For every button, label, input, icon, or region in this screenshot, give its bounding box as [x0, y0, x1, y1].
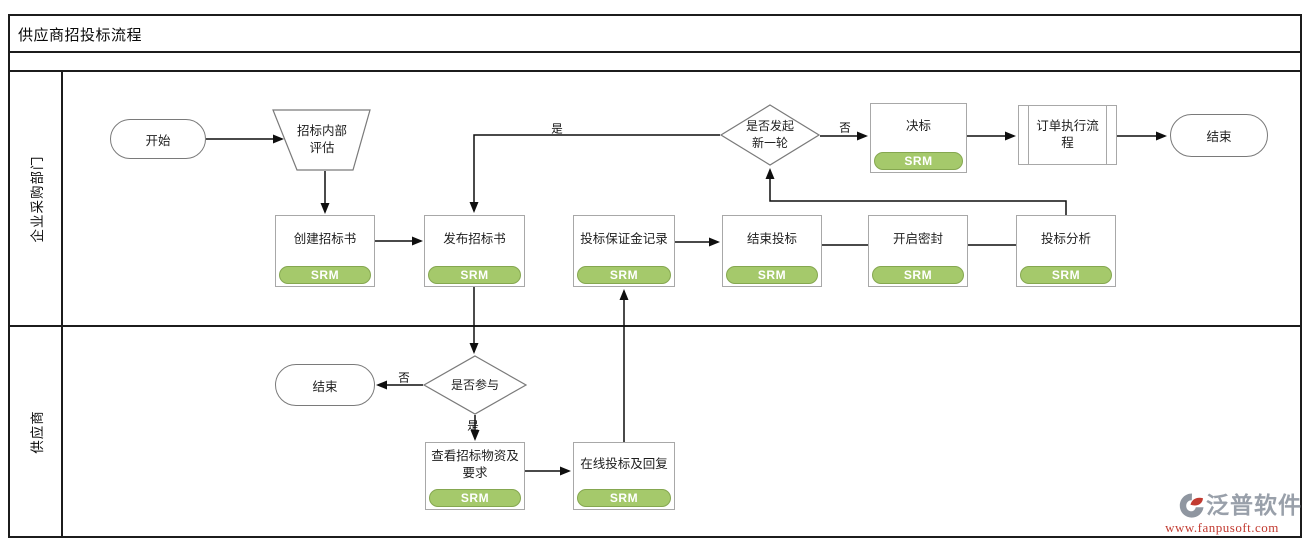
node-open-seal: 开启密封 SRM — [868, 215, 968, 287]
node-online-bid-reply-label: 在线投标及回复 — [580, 457, 668, 472]
node-new-round-decision: 是否发起新一轮 — [720, 104, 820, 166]
subheader-divider-line — [8, 70, 1302, 72]
node-internal-eval: 招标内部评估 — [268, 108, 376, 172]
node-start: 开始 — [110, 119, 206, 159]
node-new-round-decision-label: 是否发起新一轮 — [745, 119, 794, 150]
node-online-bid-reply: 在线投标及回复 SRM — [573, 442, 675, 510]
diamond-shape — [423, 355, 527, 415]
diamond-shape — [720, 104, 820, 166]
srm-badge: SRM — [872, 266, 964, 284]
srm-badge: SRM — [874, 152, 963, 170]
predefined-process-bar-left — [1028, 106, 1029, 164]
trapezoid-shape — [272, 109, 371, 171]
node-bid-deposit-record-label: 投标保证金记录 — [580, 232, 668, 247]
node-bid-analysis: 投标分析 SRM — [1016, 215, 1116, 287]
node-end-bidding: 结束投标 SRM — [722, 215, 822, 287]
lane-label-purchasing-dept: 企业采购部门 — [30, 155, 45, 243]
node-create-bid-label: 创建招标书 — [293, 232, 357, 247]
lane-label-supplier: 供应商 — [30, 410, 45, 454]
edge-label-no-newround: 否 — [839, 122, 851, 135]
node-open-seal-label: 开启密封 — [892, 232, 943, 247]
node-order-exec-process: 订单执行流程 — [1018, 105, 1117, 165]
node-bid-deposit-record: 投标保证金记录 SRM — [573, 215, 675, 287]
srm-badge: SRM — [279, 266, 371, 284]
node-internal-eval-label: 招标内部评估 — [296, 123, 347, 156]
watermark-brand: 泛普软件 — [1206, 492, 1302, 518]
node-end-top-label: 结束 — [1206, 130, 1232, 144]
node-view-materials: 查看招标物资及要求 SRM — [425, 442, 525, 510]
srm-badge: SRM — [726, 266, 818, 284]
diagram-title: 供应商招投标流程 — [18, 27, 143, 44]
node-publish-bid: 发布招标书 SRM — [424, 215, 525, 287]
node-award-label: 决标 — [905, 119, 931, 134]
node-end-top: 结束 — [1170, 114, 1268, 157]
node-publish-bid-label: 发布招标书 — [443, 232, 506, 247]
title-divider-line — [8, 51, 1302, 53]
node-end-bidding-label: 结束投标 — [746, 232, 797, 247]
node-award: 决标 SRM — [870, 103, 967, 173]
edge-label-yes-newround: 是 — [551, 123, 563, 136]
srm-badge: SRM — [428, 266, 521, 284]
edge-label-yes-participate: 是 — [467, 420, 479, 433]
node-view-materials-label: 查看招标物资及要求 — [431, 448, 519, 481]
lane-divider-line — [8, 325, 1302, 327]
predefined-process-bar-right — [1106, 106, 1107, 164]
srm-badge: SRM — [429, 489, 521, 507]
srm-badge: SRM — [577, 489, 671, 507]
node-participate-decision-label: 是否参与 — [450, 377, 499, 392]
watermark-url: www.fanpusoft.com — [1165, 520, 1279, 535]
node-create-bid: 创建招标书 SRM — [275, 215, 375, 287]
srm-badge: SRM — [1020, 266, 1112, 284]
watermark: 泛普软件 www.fanpusoft.com — [1142, 492, 1302, 536]
node-bid-analysis-label: 投标分析 — [1040, 232, 1091, 247]
fanpu-logo-icon — [1179, 493, 1204, 518]
srm-badge: SRM — [577, 266, 671, 284]
edge-label-no-participate: 否 — [398, 372, 410, 385]
node-start-label: 开始 — [145, 133, 171, 148]
lane-label-column-line — [61, 70, 63, 536]
node-end-bottom: 结束 — [275, 364, 375, 406]
node-end-bottom-label: 结束 — [312, 379, 338, 394]
node-participate-decision: 是否参与 — [423, 355, 527, 415]
node-order-exec-process-label: 订单执行流程 — [1036, 118, 1099, 151]
